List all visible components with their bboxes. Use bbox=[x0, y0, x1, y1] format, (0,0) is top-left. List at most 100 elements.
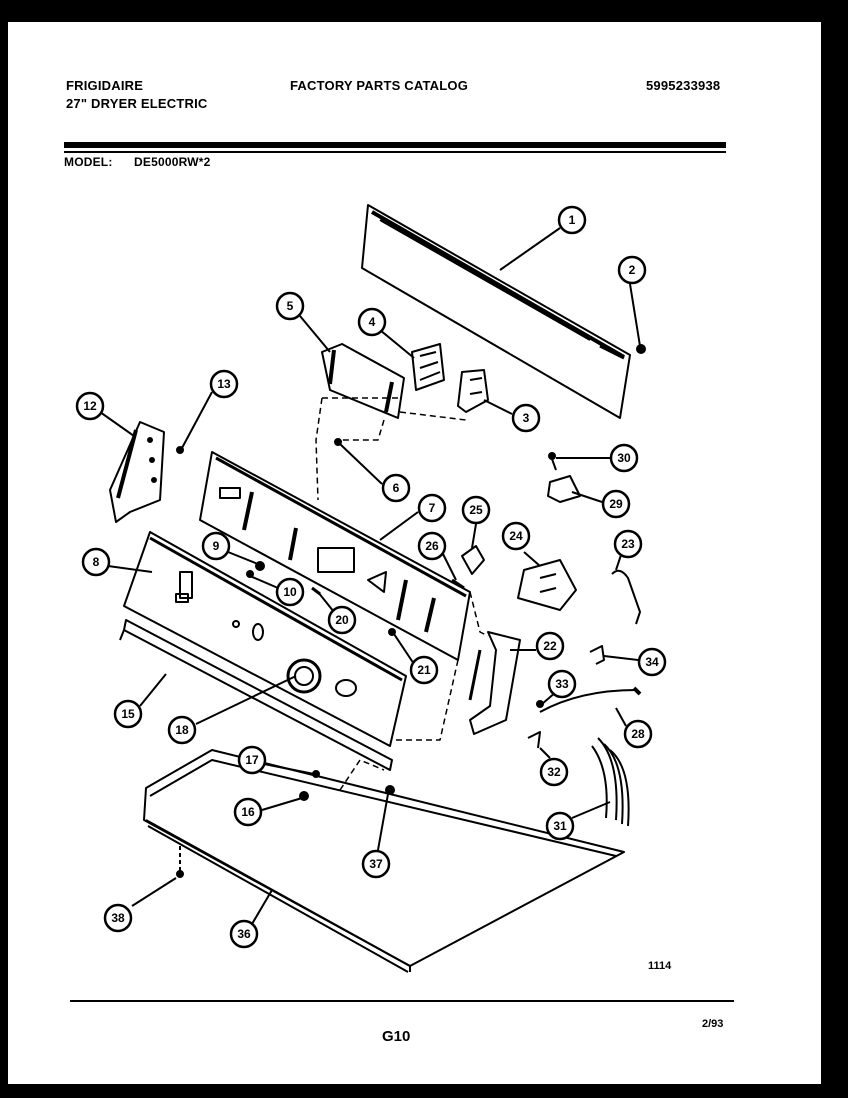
part-29-terminal-block bbox=[547, 475, 581, 503]
callout-28: 28 bbox=[623, 719, 653, 749]
callout-5: 5 bbox=[275, 291, 305, 321]
page-code: G10 bbox=[382, 1028, 411, 1045]
callout-8: 8 bbox=[81, 547, 111, 577]
revision-date: 2/93 bbox=[702, 1018, 724, 1030]
part-30-screw bbox=[548, 452, 557, 471]
callout-22: 22 bbox=[535, 631, 565, 661]
callout-20: 20 bbox=[327, 605, 357, 635]
svg-text:38: 38 bbox=[111, 911, 125, 925]
part-25-clip bbox=[461, 545, 485, 575]
part-15-trim-strip bbox=[119, 619, 393, 771]
part-36-top-cover bbox=[143, 749, 625, 973]
callout-15: 15 bbox=[113, 699, 143, 729]
svg-text:10: 10 bbox=[283, 585, 297, 599]
svg-text:3: 3 bbox=[523, 411, 530, 425]
svg-text:9: 9 bbox=[213, 539, 220, 553]
part-12-bracket bbox=[109, 421, 165, 523]
product-description: 27" DRYER ELECTRIC bbox=[66, 96, 208, 111]
header-rule-thin bbox=[64, 151, 726, 153]
svg-text:30: 30 bbox=[617, 451, 631, 465]
catalog-number: 5995233938 bbox=[646, 78, 721, 93]
callout-38: 38 bbox=[103, 903, 133, 933]
figure-id: 1114 bbox=[648, 960, 672, 972]
callout-7: 7 bbox=[417, 493, 447, 523]
callout-12: 12 bbox=[75, 391, 105, 421]
part-5-timer-housing bbox=[321, 343, 405, 419]
callout-29: 29 bbox=[601, 489, 631, 519]
svg-text:12: 12 bbox=[83, 399, 97, 413]
part-26-clip bbox=[451, 578, 465, 590]
part-31-wire-bundle bbox=[591, 737, 630, 827]
header-rule bbox=[64, 142, 726, 148]
callout-6: 6 bbox=[381, 473, 411, 503]
model-label: MODEL: bbox=[64, 155, 113, 169]
svg-text:24: 24 bbox=[509, 529, 523, 543]
part-2-screw bbox=[636, 344, 646, 354]
part-23-wire bbox=[611, 569, 641, 625]
part-34-clip bbox=[589, 645, 605, 665]
svg-text:28: 28 bbox=[631, 727, 645, 741]
part-6-screw bbox=[334, 438, 342, 446]
callout-21: 21 bbox=[409, 655, 439, 685]
callout-26: 26 bbox=[417, 531, 447, 561]
part-4-switch bbox=[411, 343, 445, 391]
svg-text:16: 16 bbox=[241, 805, 255, 819]
callout-18: 18 bbox=[167, 715, 197, 745]
svg-text:29: 29 bbox=[609, 497, 623, 511]
svg-text:21: 21 bbox=[417, 663, 431, 677]
svg-text:6: 6 bbox=[393, 481, 400, 495]
svg-text:25: 25 bbox=[469, 503, 483, 517]
svg-text:7: 7 bbox=[429, 501, 436, 515]
footer-rule bbox=[70, 1000, 734, 1002]
part-37-screw bbox=[385, 785, 395, 795]
svg-text:2: 2 bbox=[629, 263, 636, 277]
callout-25: 25 bbox=[461, 495, 491, 525]
svg-text:13: 13 bbox=[217, 377, 231, 391]
svg-text:36: 36 bbox=[237, 927, 251, 941]
part-8-front-panel bbox=[123, 531, 407, 747]
callout-1: 1 bbox=[557, 205, 587, 235]
callout-33: 33 bbox=[547, 669, 577, 699]
callout-30: 30 bbox=[609, 443, 639, 473]
svg-text:8: 8 bbox=[93, 555, 100, 569]
part-32-clip bbox=[527, 731, 541, 749]
svg-text:32: 32 bbox=[547, 765, 561, 779]
svg-text:4: 4 bbox=[369, 315, 376, 329]
part-24-relay bbox=[517, 559, 577, 611]
part-22-end-cap bbox=[468, 631, 521, 735]
svg-text:18: 18 bbox=[175, 723, 189, 737]
part-13-screw bbox=[176, 446, 184, 454]
callout-32: 32 bbox=[539, 757, 569, 787]
callout-23: 23 bbox=[613, 529, 643, 559]
svg-text:17: 17 bbox=[245, 753, 259, 767]
part-28-harness bbox=[539, 686, 642, 713]
part-18-knob bbox=[286, 658, 322, 694]
svg-text:33: 33 bbox=[555, 677, 569, 691]
callout-31: 31 bbox=[545, 811, 575, 841]
model-number: DE5000RW*2 bbox=[134, 155, 211, 169]
callout-37: 37 bbox=[361, 849, 391, 879]
svg-text:22: 22 bbox=[543, 639, 557, 653]
svg-text:20: 20 bbox=[335, 613, 349, 627]
svg-text:23: 23 bbox=[621, 537, 635, 551]
callout-2: 2 bbox=[617, 255, 647, 285]
part-21-screw bbox=[388, 628, 396, 636]
callout-24: 24 bbox=[501, 521, 531, 551]
callout-9: 9 bbox=[201, 531, 231, 561]
callout-17: 17 bbox=[237, 745, 267, 775]
callout-36: 36 bbox=[229, 919, 259, 949]
callout-4: 4 bbox=[357, 307, 387, 337]
callout-16: 16 bbox=[233, 797, 263, 827]
svg-text:34: 34 bbox=[645, 655, 659, 669]
svg-text:26: 26 bbox=[425, 539, 439, 553]
brand-name: FRIGIDAIRE bbox=[66, 78, 144, 93]
part-3-switch bbox=[457, 369, 489, 413]
svg-text:5: 5 bbox=[287, 299, 294, 313]
callout-group: 1 2 3 4 5 6 7 8 9 10 12 13 15 16 17 18 2… bbox=[75, 205, 667, 949]
svg-text:31: 31 bbox=[553, 819, 567, 833]
svg-text:15: 15 bbox=[121, 707, 135, 721]
catalog-title: FACTORY PARTS CATALOG bbox=[290, 78, 469, 93]
callout-34: 34 bbox=[637, 647, 667, 677]
